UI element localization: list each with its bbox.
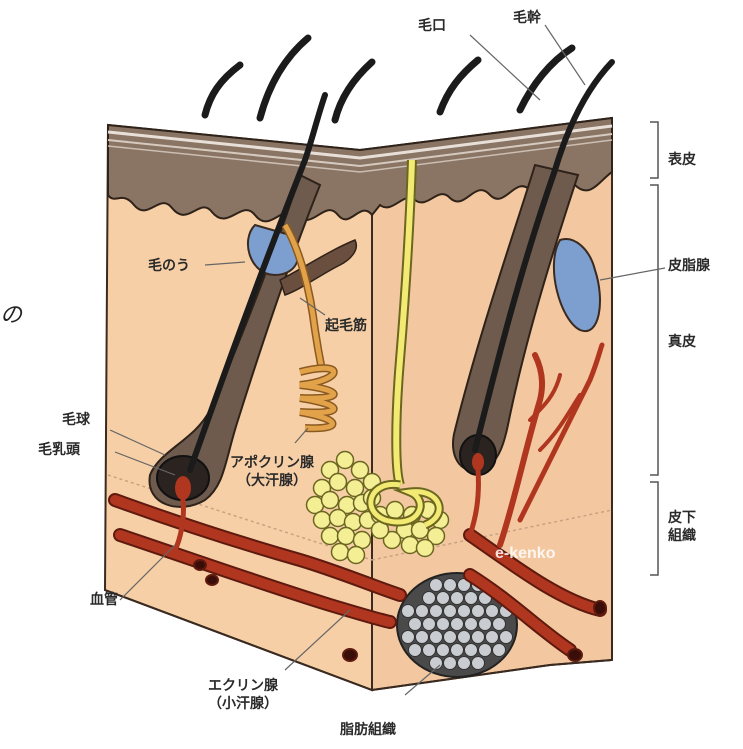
fat-cell xyxy=(500,631,513,644)
fat-cell xyxy=(493,618,506,631)
label-blood-vessel: 血管 xyxy=(90,592,118,610)
eccrine-cell xyxy=(417,540,434,557)
fat-cell xyxy=(430,657,443,670)
label-fat-tissue: 脂肪組織 xyxy=(340,722,396,740)
fat-cell xyxy=(486,605,499,618)
fat-cell xyxy=(465,618,478,631)
fat-cell xyxy=(409,644,422,657)
fat-cell xyxy=(472,605,485,618)
fat-cell xyxy=(423,618,436,631)
label-apocrine-gland: アポクリン腺 （大汗腺） xyxy=(230,455,314,490)
fat-cell xyxy=(402,605,415,618)
fat-cell xyxy=(458,631,471,644)
eccrine-cell xyxy=(314,512,331,529)
fat-cell xyxy=(479,644,492,657)
eccrine-cell xyxy=(330,510,347,527)
hair-2 xyxy=(260,38,308,118)
eccrine-cell xyxy=(322,492,339,509)
fat-cell xyxy=(437,644,450,657)
fat-cell xyxy=(458,605,471,618)
label-hair-pore: 毛口 xyxy=(418,18,446,36)
label-dermis: 真皮 xyxy=(668,334,696,352)
fat-cell xyxy=(402,631,415,644)
fat-cell xyxy=(472,657,485,670)
eccrine-cell xyxy=(348,547,365,564)
eccrine-cell xyxy=(387,502,404,519)
fat-cell xyxy=(451,618,464,631)
fat-cell xyxy=(409,618,422,631)
fat-cell xyxy=(486,631,499,644)
fat-cell xyxy=(416,631,429,644)
fat-cell xyxy=(416,605,429,618)
fat-cell xyxy=(465,592,478,605)
label-sebaceous-gland: 皮脂腺 xyxy=(668,258,710,276)
label-hair-papilla: 毛乳頭 xyxy=(38,442,80,460)
eccrine-cell xyxy=(338,528,355,545)
watermark: e-kenko xyxy=(495,545,556,562)
fat-cell xyxy=(472,631,485,644)
eccrine-cell xyxy=(332,544,349,561)
hair-5 xyxy=(520,48,572,110)
fat-cell xyxy=(444,605,457,618)
hair-1 xyxy=(205,65,240,115)
fat-cell xyxy=(444,579,457,592)
fat-cell xyxy=(451,592,464,605)
label-epidermis: 表皮 xyxy=(668,152,696,170)
fat-cell xyxy=(423,644,436,657)
fat-cell xyxy=(465,644,478,657)
label-subcutaneous: 皮下 組織 xyxy=(668,510,696,545)
eccrine-cell xyxy=(402,537,419,554)
left-edge-text-fragment: の xyxy=(0,302,22,330)
eccrine-cell xyxy=(330,474,347,491)
fat-cell xyxy=(430,631,443,644)
fat-cell xyxy=(437,618,450,631)
layer-brackets xyxy=(650,122,658,575)
fat-cell xyxy=(451,644,464,657)
fat-cell xyxy=(437,592,450,605)
label-hair-shaft: 毛幹 xyxy=(513,10,541,28)
label-hair-bulb: 毛球 xyxy=(62,412,90,430)
fat-cell xyxy=(493,644,506,657)
hair-3 xyxy=(335,62,372,120)
label-eccrine-gland: エクリン腺 （小汗腺） xyxy=(208,678,278,713)
label-arrector-pili: 起毛筋 xyxy=(325,318,367,336)
eccrine-cell xyxy=(322,528,339,545)
hair-4 xyxy=(440,60,478,112)
label-hair-follicle: 毛のう xyxy=(148,258,190,276)
fat-cell xyxy=(458,657,471,670)
fat-cell xyxy=(430,579,443,592)
fat-cell xyxy=(423,592,436,605)
fat-cell xyxy=(444,657,457,670)
eccrine-cell xyxy=(337,452,354,469)
fat-cell xyxy=(444,631,457,644)
fat-cell xyxy=(430,605,443,618)
fat-cell xyxy=(479,618,492,631)
